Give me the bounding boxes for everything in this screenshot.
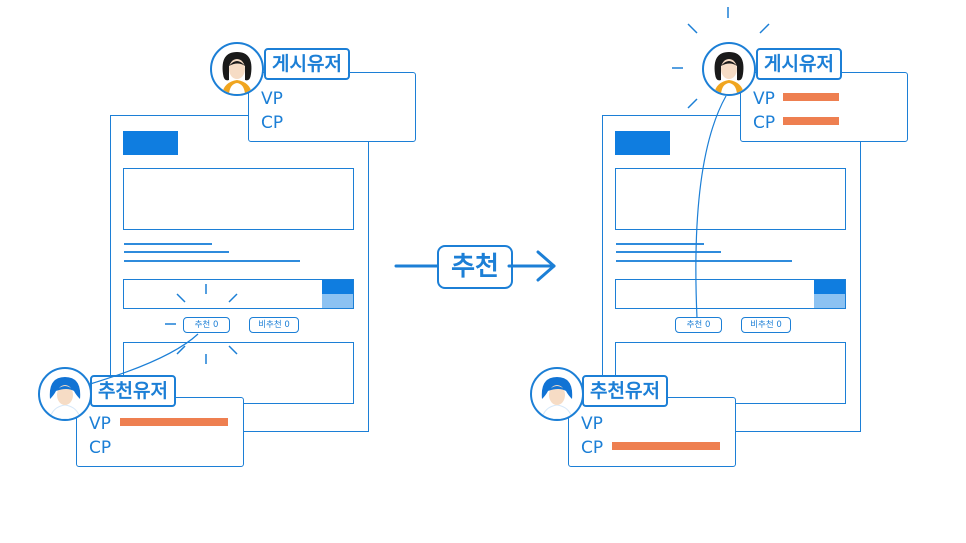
submit-button-left[interactable] xyxy=(322,280,353,294)
poster-vp-label-left: VP xyxy=(261,89,283,109)
recommender-cp-bar-right xyxy=(612,442,720,450)
recommender-vp-label-right: VP xyxy=(581,414,603,434)
recommend-arrow-label: 추천 xyxy=(437,245,513,289)
like-button-left[interactable]: 추천 0 xyxy=(183,317,230,333)
poster-name-tag-right: 게시유저 xyxy=(756,48,842,80)
right-arrow-icon xyxy=(394,250,556,282)
submit-button-right[interactable] xyxy=(814,280,845,294)
comment-box-left xyxy=(123,342,354,404)
recommender-avatar-left xyxy=(38,367,92,421)
burst-icon-left xyxy=(165,284,238,364)
text-line-right-1 xyxy=(616,243,704,245)
poster-vp-label-right: VP xyxy=(753,89,775,109)
post-image-box-right xyxy=(615,168,846,230)
recommender-vp-bar-left xyxy=(120,418,228,426)
connector-line-right xyxy=(695,95,727,319)
burst-icon-right xyxy=(672,7,770,109)
text-line-left-1 xyxy=(124,243,212,245)
poster-vp-bar-right xyxy=(783,93,839,101)
recommender-name-tag-right: 추천유저 xyxy=(582,375,668,407)
poster-avatar-left xyxy=(210,42,264,96)
comment-input-right[interactable] xyxy=(615,279,846,309)
dislike-button-left[interactable]: 비추천 0 xyxy=(249,317,299,333)
recommender-card-right: VP CP xyxy=(568,397,736,467)
poster-card-left: VP CP xyxy=(248,72,416,142)
post-header-right xyxy=(615,131,670,155)
submit-button-right-lower[interactable] xyxy=(814,294,845,308)
dislike-button-right[interactable]: 비추천 0 xyxy=(741,317,791,333)
text-line-left-3 xyxy=(124,260,300,262)
text-line-left-2 xyxy=(124,251,229,253)
comment-input-left[interactable] xyxy=(123,279,354,309)
recommender-cp-label-left: CP xyxy=(89,438,112,458)
recommender-cp-label-right: CP xyxy=(581,438,604,458)
recommender-avatar-right xyxy=(530,367,584,421)
like-button-right[interactable]: 추천 0 xyxy=(675,317,722,333)
poster-name-tag-left: 게시유저 xyxy=(264,48,350,80)
poster-cp-bar-right xyxy=(783,117,839,125)
text-line-right-2 xyxy=(616,251,721,253)
poster-avatar-right xyxy=(702,42,756,96)
post-image-box-left xyxy=(123,168,354,230)
connector-line-left xyxy=(89,333,199,385)
poster-card-right: VP CP xyxy=(740,72,908,142)
post-header-left xyxy=(123,131,178,155)
recommender-vp-label-left: VP xyxy=(89,414,111,434)
poster-cp-label-left: CP xyxy=(261,113,284,133)
text-line-right-3 xyxy=(616,260,792,262)
submit-button-left-lower[interactable] xyxy=(322,294,353,308)
recommender-card-left: VP CP xyxy=(76,397,244,467)
poster-cp-label-right: CP xyxy=(753,113,776,133)
